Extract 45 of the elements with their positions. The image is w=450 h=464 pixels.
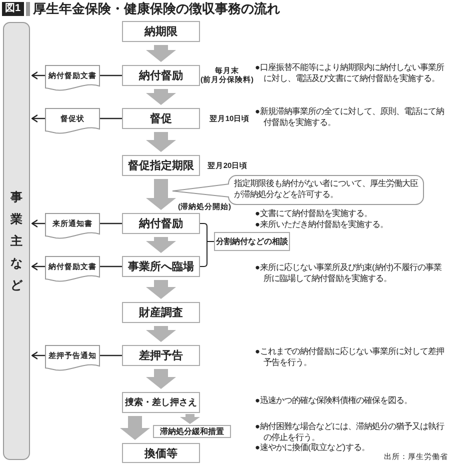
process-box: 財産調査 <box>122 302 200 323</box>
arrow <box>31 219 45 228</box>
connector-line <box>100 222 122 224</box>
connector-line <box>100 354 122 356</box>
arrow <box>31 262 45 271</box>
process-box: 督促指定期限 <box>122 155 200 176</box>
connector-line <box>100 266 122 268</box>
arrow <box>31 71 45 80</box>
process-box: 差押予告 <box>122 345 200 366</box>
note-text: ●迅速かつ的確な保険料債権の確保を図る。 <box>255 395 414 406</box>
arrow <box>31 351 45 360</box>
block-arrow <box>120 416 150 440</box>
block-arrow <box>146 237 176 253</box>
note-text: ●納付困難な場合などには、滞納処分の猶予又は執行の停止を行う。 <box>255 421 446 442</box>
process-box: 納付督励 <box>122 65 200 86</box>
note-text: ●来所いただき納付督励を実施する。 <box>255 219 390 230</box>
block-arrow <box>146 369 176 389</box>
note-text: ●口座振替不能等により納期限内に納付しない事業所に対し、電話及び文書にて納付督励を実施する。 <box>255 62 446 83</box>
process-box: 納付督励 <box>122 213 200 234</box>
block-arrow <box>146 89 176 105</box>
block-arrow <box>146 132 176 152</box>
process-box: 換価等 <box>122 443 200 463</box>
process-box: 捜索・差し押さえ <box>122 392 200 413</box>
note-box: 滞納処分緩和措置 <box>153 425 231 438</box>
block-arrow <box>146 326 176 342</box>
block-arrow <box>180 414 200 424</box>
process-box: 督促 <box>122 108 200 129</box>
connector-line <box>100 74 122 76</box>
side-band: 事業主など <box>3 22 30 460</box>
block-arrow <box>146 280 176 299</box>
process-box: 事業所へ臨場 <box>122 256 200 277</box>
arrow <box>31 114 45 123</box>
process-box: 納期限 <box>122 21 200 42</box>
connector-line <box>100 118 122 120</box>
note-text: ●文書にて納付督励を実施する。 <box>255 208 374 218</box>
bracket-line <box>200 241 214 267</box>
note-text: ●来所に応じない事業所及び約束(納付)不履行の事業所に臨場して納付督励を実施する。 <box>255 262 443 283</box>
figure-number: 図1 <box>2 2 24 16</box>
block-arrow <box>146 45 176 62</box>
note-text: ●速やかに換価(取立など)する。 <box>255 442 371 452</box>
block-arrow <box>146 179 176 210</box>
note-box: 分割納付などの相談 <box>214 232 290 251</box>
note-text: ●これまでの納付督励に応じない事業所に対して差押予告を行う。 <box>255 346 446 367</box>
note-text: ●新規滞納事業所の全てに対して、原則、電話にて納付督励を実施する。 <box>255 106 446 127</box>
title: 厚生年金保険・健康保険の徴収事務の流れ <box>33 0 280 18</box>
